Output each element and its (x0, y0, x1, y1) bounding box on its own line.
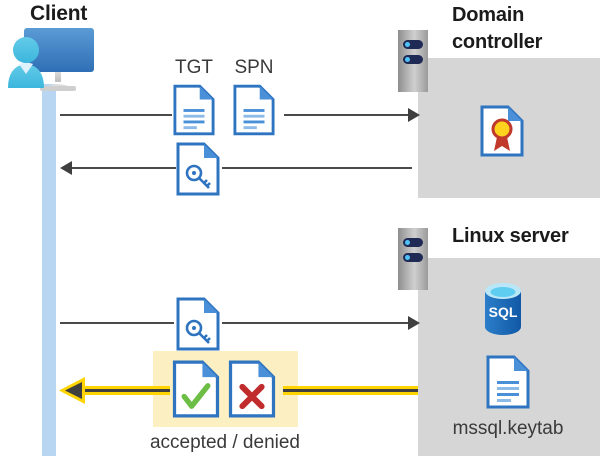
accepted-document (172, 360, 220, 423)
user-computer-icon (8, 28, 94, 91)
domain-controller-rack-icon (398, 30, 428, 92)
message-3-arrowhead (408, 316, 420, 330)
document-check-icon (172, 360, 220, 418)
keytab-filename-label: mssql.keytab (452, 418, 564, 439)
certificate-document (480, 105, 524, 162)
spn-label: SPN (234, 57, 274, 78)
document-key-icon (176, 297, 220, 351)
spn-document (233, 84, 275, 141)
document-lines-icon (173, 84, 215, 136)
message-1-line-right (284, 114, 412, 116)
document-lines-icon (486, 355, 530, 409)
message-3-key-document (176, 297, 220, 356)
linux-server-rack-icon (398, 228, 428, 290)
domain-controller-label-line2: controller (452, 31, 543, 53)
sql-database: SQL (481, 281, 525, 342)
arrow-left-yellow-icon (59, 377, 85, 404)
tgt-label: TGT (175, 57, 213, 78)
sql-badge-text: SQL (489, 304, 518, 320)
message-4-line-left (78, 386, 170, 395)
message-4-arrowhead (58, 376, 86, 410)
client-lifeline (42, 84, 56, 456)
domain-controller-label: Domain controller (452, 2, 592, 56)
client-actor (4, 24, 114, 96)
message-2-key-document (176, 142, 220, 201)
message-4-line-right (283, 386, 418, 395)
certificate-document-icon (480, 105, 524, 157)
document-cross-icon (228, 360, 276, 418)
sql-database-icon: SQL (485, 283, 521, 335)
document-lines-icon (233, 84, 275, 136)
message-2-line-left (72, 167, 176, 169)
message-2-arrowhead (60, 161, 72, 175)
document-key-icon (176, 142, 220, 196)
tgt-document (173, 84, 215, 141)
domain-controller-label-line1: Domain (452, 4, 525, 26)
denied-document (228, 360, 276, 423)
client-label: Client (30, 2, 88, 25)
message-3-line-right (222, 322, 412, 324)
message-1-line-left (60, 114, 172, 116)
accepted-denied-label: accepted / denied (149, 432, 300, 453)
message-3-line-left (60, 322, 174, 324)
linux-server-label: Linux server (452, 225, 569, 247)
message-2-line-right (222, 167, 412, 169)
keytab-document (486, 355, 530, 414)
message-1-arrowhead (408, 108, 420, 122)
